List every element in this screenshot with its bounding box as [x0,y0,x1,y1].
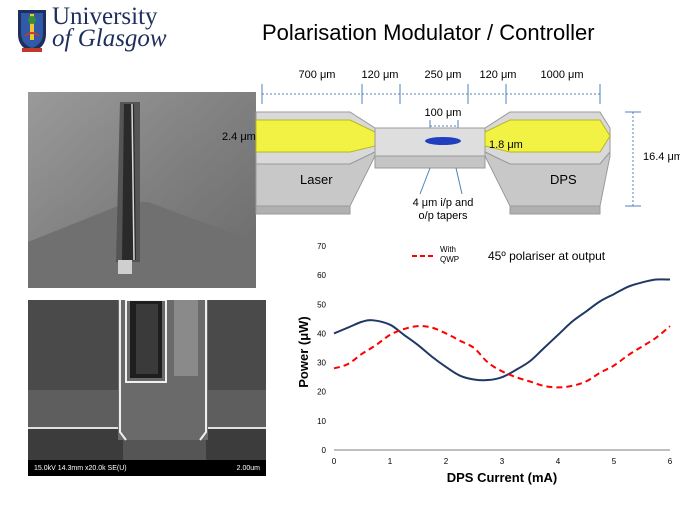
y-axis-label: Power (μW) [296,316,311,388]
sem-caption: 15.0kV 14.3mm x20.0k SE(U) [34,464,127,472]
series-solid-line [333,278,671,382]
dim-120-right: 120 μm [480,69,517,81]
y-tick-label: 30 [317,359,326,368]
sem-scale-bar: 15.0kV 14.3mm x20.0k SE(U) 2.00um [28,460,266,476]
y-tick-label: 20 [317,388,326,397]
x-tick-label: 4 [556,457,561,466]
laser-label: Laser [300,172,333,187]
sem-scale-label: 2.00um [236,464,260,472]
x-tick-label: 3 [500,457,505,466]
legend: With QWP [412,245,459,264]
dim-right-height: 1.8 μm [489,139,523,151]
university-logo [16,8,48,59]
legend-line1: With [440,245,456,254]
dim-120-left: 120 μm [362,69,399,81]
y-tick-label: 10 [317,417,326,426]
university-crest-icon [18,10,46,52]
university-name-line2: of Glasgow [52,25,167,52]
x-axis-label: DPS Current (mA) [447,470,558,485]
dim-total-height: 16.4 μm [643,151,680,163]
sem-image-ridge [28,92,256,288]
taper-note-line1: 4 μm i/p and [413,197,474,209]
dim-left-height: 2.4 μm [222,131,256,143]
y-tick-label: 50 [317,300,326,309]
series-with-qwp-line [333,325,671,389]
taper-note-line2: o/p tapers [419,210,468,222]
x-tick-label: 6 [668,457,673,466]
y-tick-label: 40 [317,329,326,338]
y-tick-label: 70 [317,242,326,251]
x-tick-label: 0 [332,457,337,466]
page-title: Polarisation Modulator / Controller [262,20,595,45]
x-tick-label: 2 [444,457,449,466]
chart-annotation: 45º polariser at output [488,249,606,263]
y-tick-label: 60 [317,271,326,280]
dim-700: 700 μm [299,69,336,81]
device-schematic: 700 μm 120 μm 250 μm 120 μm 1000 μm 100 … [200,56,683,240]
dim-100: 100 μm [425,107,462,119]
university-name-line1: University [52,3,158,30]
x-tick-label: 5 [612,457,617,466]
power-vs-current-chart: 0 10 20 30 40 50 60 70 0 1 2 3 4 5 6 With QWP 45º pol… [286,232,700,504]
university-name: University of Glasgow [52,3,167,52]
dim-250: 250 μm [425,69,462,81]
dim-1000: 1000 μm [540,69,583,81]
y-tick-label: 0 [322,446,327,455]
chart-svg: 0 10 20 30 40 50 60 70 0 1 2 3 4 5 6 With QWP 45º pol… [296,242,673,485]
x-tick-label: 1 [388,457,393,466]
dps-label: DPS [550,172,577,187]
legend-line2: QWP [440,255,459,264]
sem-image-cross-section: 15.0kV 14.3mm x20.0k SE(U) 2.00um [28,299,266,476]
